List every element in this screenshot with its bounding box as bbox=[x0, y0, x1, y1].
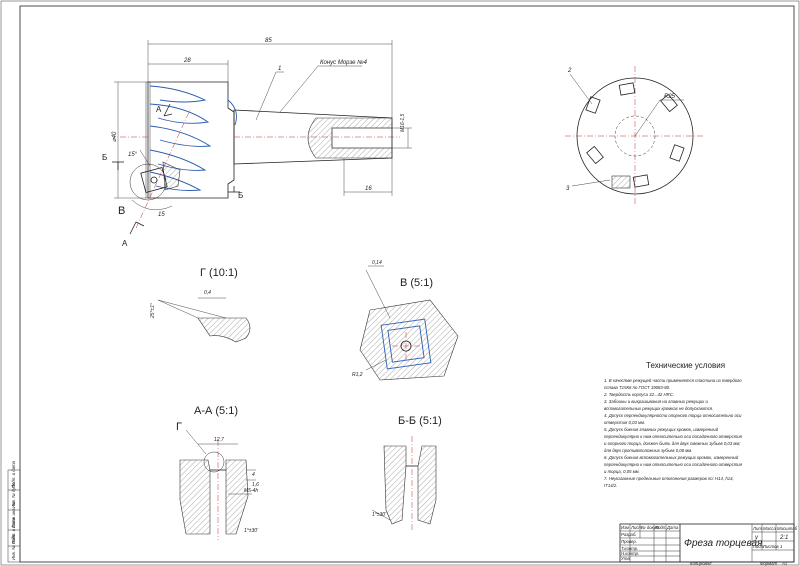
tech-line: IT14/2. bbox=[604, 483, 617, 488]
section-aa: А-А (5:1) Г 12,7 4 1,6 М5-4h 1°±30' bbox=[176, 405, 259, 540]
leader-2: 2 bbox=[567, 68, 572, 74]
leader-1: 1 bbox=[278, 66, 281, 72]
tb-role-1: Разраб. bbox=[621, 532, 637, 537]
tech-line: 3. Забоины и выкрашивания на главных реж… bbox=[604, 399, 708, 404]
tech-line: перпендикулярно к ним относительно оси п… bbox=[604, 434, 743, 439]
section-bb: Б-Б (5:1) 1°±30' bbox=[371, 415, 442, 532]
tech-line: и опорного торца, должен быть для двух с… bbox=[604, 441, 741, 446]
end-view: R25 2 3 bbox=[565, 66, 705, 206]
dim-d40: ⌀40 bbox=[112, 131, 118, 142]
tech-line: 4. Допуск перпендикулярности опорного то… bbox=[604, 413, 742, 418]
section-bb-title: Б-Б (5:1) bbox=[398, 415, 442, 427]
tb-sheets-value: 1 bbox=[780, 544, 783, 549]
tech-conditions: Технические условия 1. В качестве режуще… bbox=[603, 361, 743, 488]
tech-line: перпендикулярно к ним относительно оси п… bbox=[604, 462, 743, 467]
title-block: Изм Лист № докум. Подп. Дата Разраб. Про… bbox=[619, 523, 798, 566]
tb-role-5: Утв. bbox=[621, 556, 631, 561]
tech-title: Технические условия bbox=[646, 361, 725, 370]
dim-25deg: 25°±1° bbox=[150, 303, 156, 319]
dim-127: 12,7 bbox=[214, 437, 224, 443]
tb-format: Формат bbox=[760, 561, 777, 566]
tb-role-4: Н.контр. bbox=[621, 551, 639, 556]
dim-chamfer-aa: 1°±30' bbox=[244, 528, 259, 534]
dim-r25: R25 bbox=[664, 94, 676, 100]
tb-row-sign: Подп. bbox=[655, 525, 666, 530]
tb-lit-value: у bbox=[754, 535, 759, 541]
tb-copied: Копировал bbox=[690, 561, 712, 566]
side-stamp-1: Инв. № подл. bbox=[11, 533, 16, 560]
tech-line: 5. Допуск биения главных режущих кромок,… bbox=[604, 427, 719, 432]
dim-r12: R1,2 bbox=[352, 372, 363, 378]
tb-row-izm: Изм bbox=[621, 525, 629, 530]
inner-frame bbox=[19, 5, 795, 563]
tb-scale-value: 2:1 bbox=[779, 535, 788, 541]
dim-15: 15 bbox=[158, 212, 165, 218]
tech-line: 7. Неуказанные предельные отклонения раз… bbox=[604, 476, 734, 481]
tb-row-date: Дата bbox=[666, 525, 679, 530]
leader-3: 3 bbox=[566, 186, 570, 192]
dim-85: 85 bbox=[265, 38, 272, 44]
dim-chamfer-bb: 1°±30' bbox=[372, 512, 387, 518]
view-v-title: В (5:1) bbox=[400, 277, 433, 289]
cone-note: Конус Морзе №4 bbox=[320, 59, 368, 66]
tb-part-name: Фреза торцевая bbox=[684, 538, 763, 549]
tech-line: 2. Твердость корпуса 32...42 HRC. bbox=[603, 392, 674, 397]
tech-line: 1. В качестве режущей части применяется … bbox=[604, 378, 742, 383]
dim-04-g: 0,4 bbox=[204, 290, 211, 296]
tech-line: 6. Допуск биения вспомогательных режущих… bbox=[604, 455, 739, 460]
side-stamp-2: Подп. и дата bbox=[11, 516, 16, 544]
cut-b-left: Б bbox=[102, 153, 107, 162]
tb-row-list: Лист bbox=[630, 525, 642, 530]
section-aa-title: А-А (5:1) bbox=[194, 405, 238, 417]
side-stamp-4: Инв. № дубл. bbox=[11, 482, 16, 508]
dim-1-6: 1,6 bbox=[252, 482, 259, 488]
section-aa-g: Г bbox=[176, 421, 182, 433]
tb-role-2: Провер. bbox=[621, 539, 637, 544]
tech-line: для двух противоположных зубьев 0,06 мм. bbox=[604, 448, 692, 453]
side-stamp-3: Взам. инв. № bbox=[11, 501, 16, 528]
dim-m5: М5-4h bbox=[244, 488, 258, 494]
view-v-detail: В (5:1) 0,14 R1,2 bbox=[352, 260, 459, 381]
dim-16: 16 bbox=[365, 186, 372, 192]
tb-scale: Масштаб bbox=[777, 526, 798, 531]
view-v-label: В bbox=[118, 205, 125, 217]
dim-15deg: 15° bbox=[128, 152, 138, 158]
tech-line: отверстия 0,03 мм. bbox=[604, 420, 645, 425]
cut-b-right: Б bbox=[238, 191, 243, 200]
side-stamp-5: Подп. и дата bbox=[11, 460, 16, 488]
cut-a-bottom: А bbox=[122, 239, 128, 248]
tb-role-3: Т.контр. bbox=[621, 546, 638, 551]
tb-sheet: Лист bbox=[752, 544, 764, 549]
dim-4: 4 bbox=[252, 472, 255, 478]
tech-line: вспомогательных режущих кромках не допус… bbox=[604, 406, 713, 411]
tb-format-value: А1 bbox=[781, 561, 788, 566]
tb-sheets: Листов bbox=[762, 544, 779, 549]
view-g-title: Г (10:1) bbox=[200, 267, 238, 279]
tech-line: сплава Т15К6 по ГОСТ 19083-80. bbox=[604, 385, 670, 390]
side-stamp: Инв. № подл. Подп. и дата Взам. инв. № И… bbox=[7, 460, 21, 563]
dim-28: 28 bbox=[183, 58, 191, 64]
dim-014: 0,14 bbox=[372, 260, 382, 266]
tb-row-doc: № докум. bbox=[641, 525, 660, 530]
tech-line: и торца, 0,05 мм. bbox=[604, 469, 640, 474]
dim-m16: M16-1,5 bbox=[400, 113, 406, 132]
cut-a-top: А bbox=[156, 105, 162, 114]
view-g: Г (10:1) 0,4 25°±1° bbox=[150, 267, 251, 343]
tb-lit: Лит. bbox=[752, 526, 763, 531]
tb-mass: Масса bbox=[763, 526, 776, 531]
main-view: 85 28 ⌀40 M16-1,5 16 1 Конус Морзе №4 15… bbox=[102, 38, 412, 248]
